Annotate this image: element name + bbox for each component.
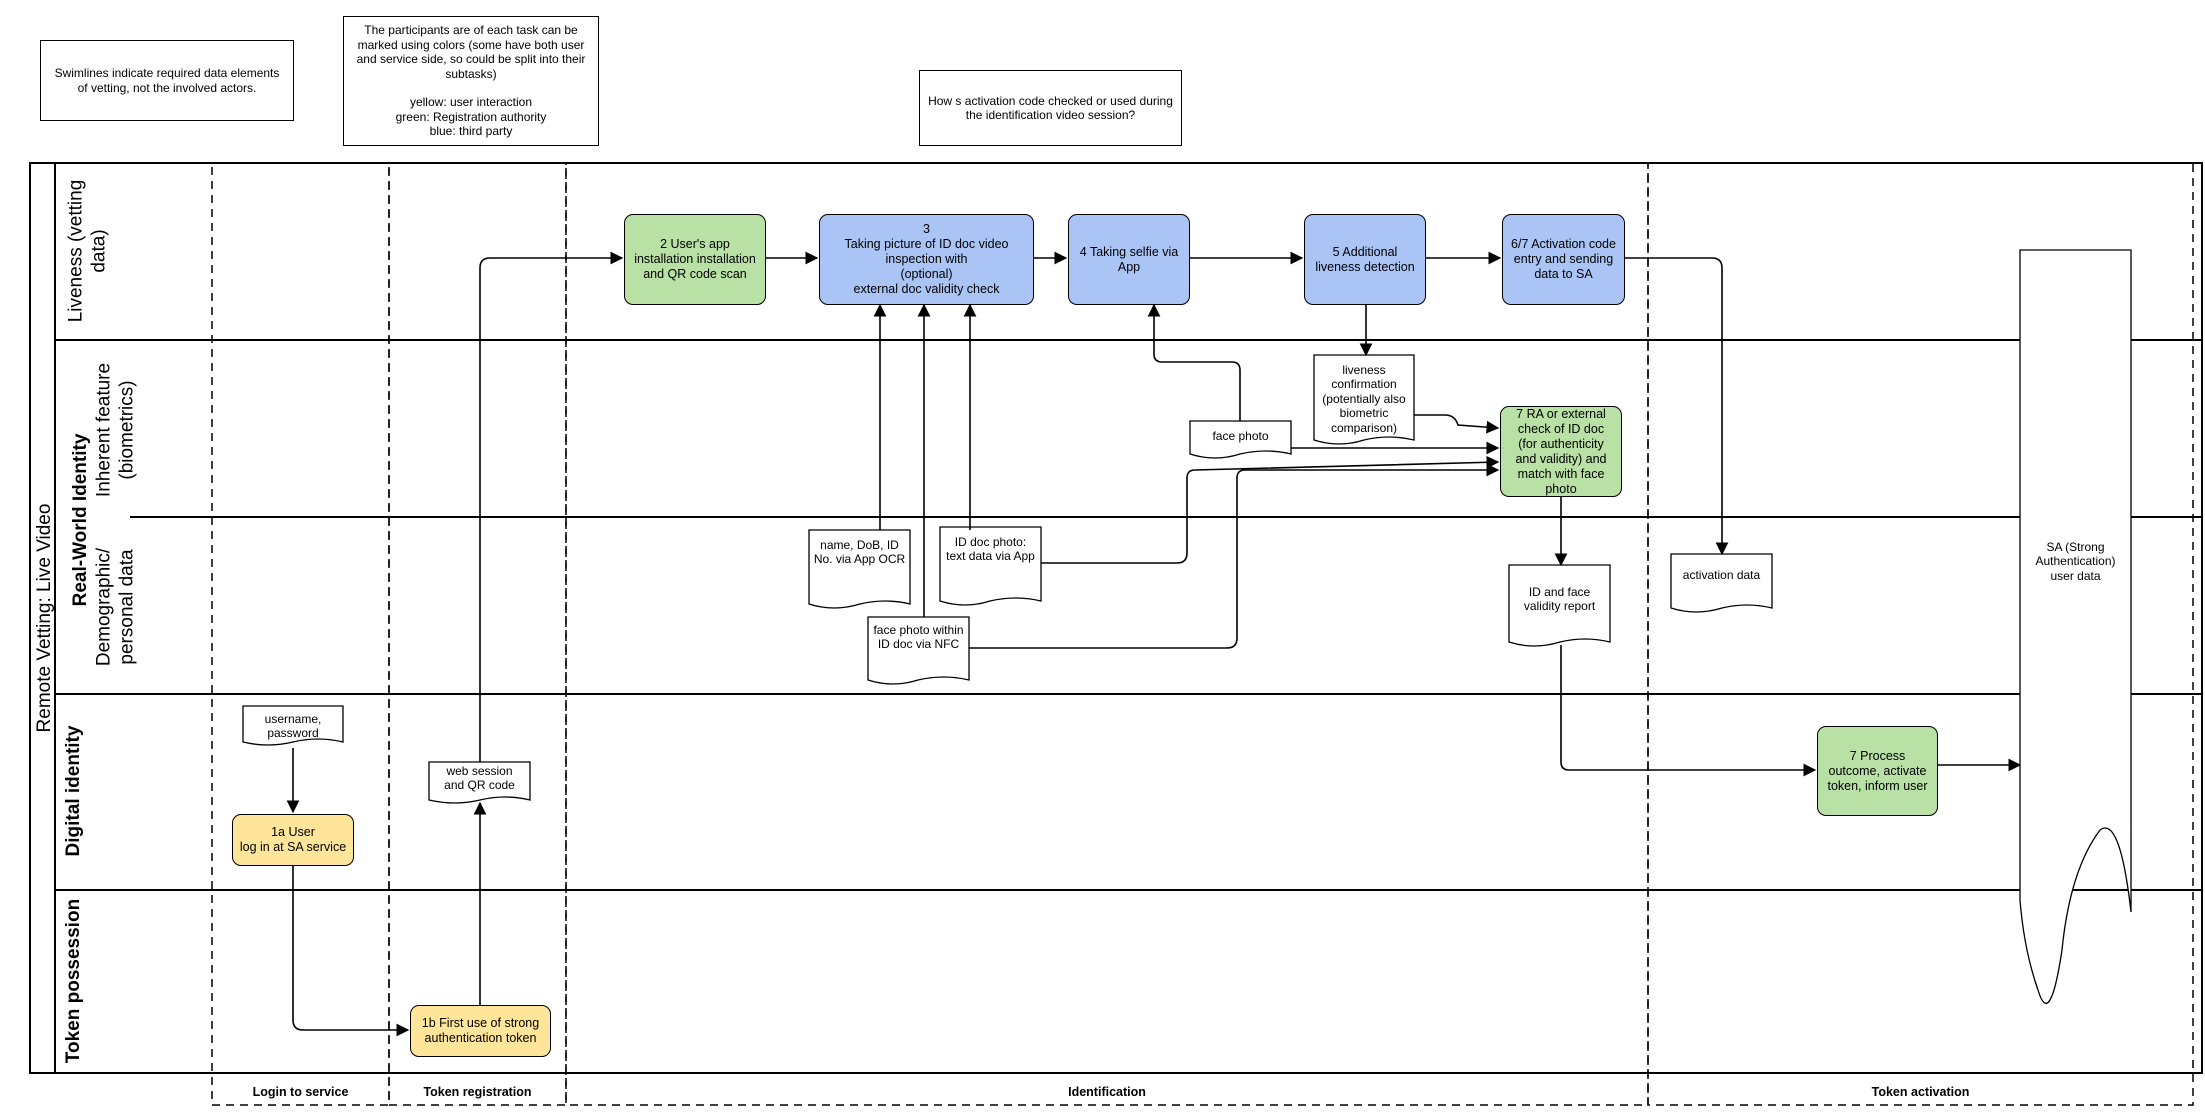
doc-sa-user-data: SA (Strong Authentication) user data	[2035, 540, 2116, 583]
note-activation-question: How s activation code checked or used du…	[919, 70, 1182, 146]
doc-liveness-conf-shape	[1313, 354, 1415, 445]
lane-liveness: Liveness (vetting data)	[65, 179, 110, 323]
doc-username-shape	[242, 705, 344, 746]
doc-websession-shape	[428, 761, 531, 804]
document-shapes	[242, 249, 2132, 1004]
phase-login: Login to service	[252, 1084, 349, 1099]
doc-name-dob-shape	[808, 529, 911, 609]
phase-identification: Identification	[1068, 1084, 1146, 1099]
task-7-process-outcome[interactable]: 7 Process outcome, activate token, infor…	[1817, 726, 1938, 816]
doc-liveness-conf: liveness confirmation (potentially also …	[1322, 363, 1406, 435]
phase-registration: Token registration	[423, 1084, 532, 1099]
pool-title: Remote Vetting: Live Video	[33, 503, 55, 733]
task-2-app-installation[interactable]: 2 User's app installation installation a…	[624, 214, 766, 305]
doc-sa-user-data-shape	[2019, 249, 2132, 1004]
task-5-liveness-detection[interactable]: 5 Additional liveness detection	[1304, 214, 1426, 305]
doc-face-nfc: face photo within ID doc via NFC	[873, 623, 964, 652]
doc-id-doc-photo: ID doc photo: text data via App	[946, 535, 1035, 564]
connectors	[286, 251, 2022, 1037]
doc-face-photo-shape	[1189, 420, 1292, 459]
doc-websession: web session and QR code	[444, 764, 515, 793]
lane-digital-identity: Digital identity	[62, 725, 84, 857]
doc-activation-data: activation data	[1682, 568, 1761, 582]
lane-inherent-feature: Inherent feature (biometrics)	[93, 362, 138, 498]
task-3-id-doc-picture[interactable]: 3 Taking picture of ID doc video inspect…	[819, 214, 1034, 305]
task-4-selfie[interactable]: 4 Taking selfie via App	[1068, 214, 1190, 305]
phase-activation: Token activation	[1871, 1084, 1970, 1099]
doc-name-dob: name, DoB, ID No. via App OCR	[813, 538, 906, 567]
doc-id-face-report-shape	[1508, 564, 1611, 647]
doc-face-nfc-shape	[867, 616, 970, 685]
lane-token-possession: Token possession	[62, 898, 84, 1064]
doc-id-doc-photo-shape	[939, 526, 1042, 606]
note-swimlanes: Swimlines indicate required data element…	[40, 40, 294, 121]
task-7-ra-check[interactable]: 7 RA or external check of ID doc (for au…	[1500, 406, 1622, 497]
lane-real-world-identity: Real-World Identity	[69, 433, 91, 607]
doc-username: username, password	[264, 712, 322, 741]
phase-columns	[211, 162, 2194, 1106]
lane-demographic: Demographic/ personal data	[93, 547, 138, 667]
task-1b-first-use-token[interactable]: 1b First use of strong authentication to…	[410, 1005, 551, 1057]
doc-face-photo: face photo	[1212, 429, 1269, 443]
note-participants: The participants are of each task can be…	[343, 16, 599, 146]
doc-activation-data-shape	[1670, 553, 1773, 613]
task-1a-user-login[interactable]: 1a User log in at SA service	[232, 814, 354, 866]
doc-id-face-report: ID and face validity report	[1523, 585, 1596, 614]
task-67-activation-code[interactable]: 6/7 Activation code entry and sending da…	[1502, 214, 1625, 305]
pool-frame	[29, 162, 2203, 1074]
